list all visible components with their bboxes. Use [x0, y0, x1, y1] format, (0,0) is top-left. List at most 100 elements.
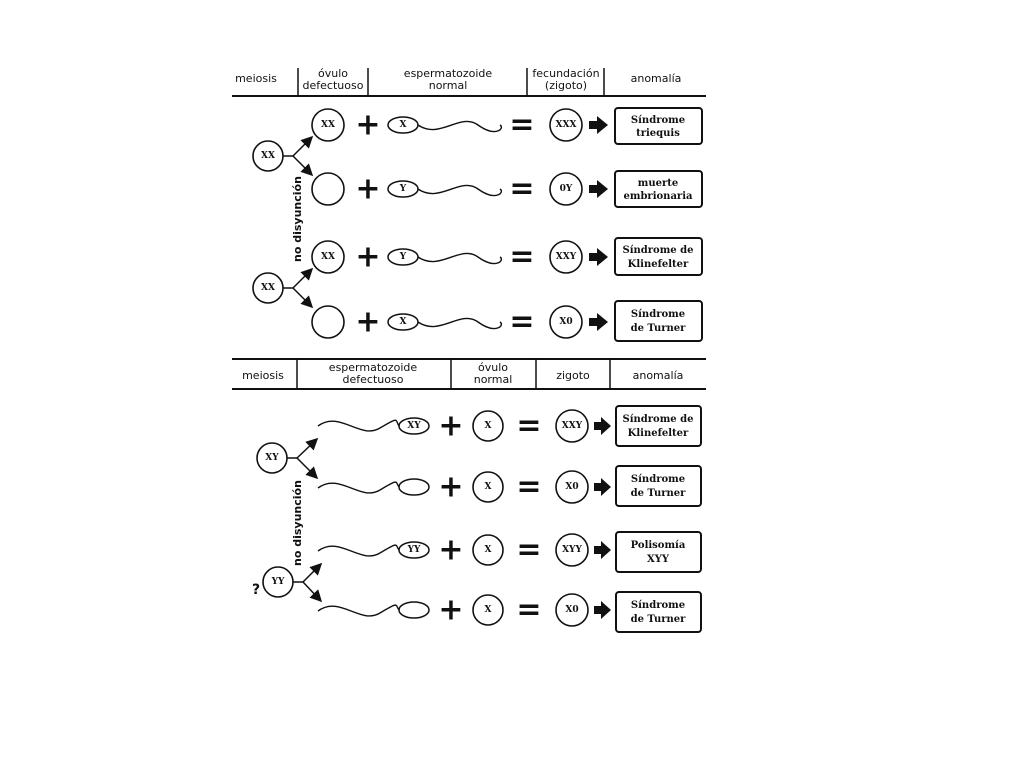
equals-sign: =: [509, 172, 534, 207]
anomaly-line-2: embrionaria: [624, 191, 693, 202]
zygote-label: X0: [559, 317, 572, 327]
plus-sign: +: [438, 533, 463, 568]
sperm-label: XY: [407, 421, 421, 431]
anomaly-box: [614, 170, 703, 208]
zygote-cell: [549, 108, 583, 142]
ovum-cell: [472, 471, 504, 503]
bottom-parent-2: YY: [262, 566, 294, 598]
anomaly-line-2: de Turner: [631, 323, 687, 334]
plus-sign: +: [438, 593, 463, 628]
anomaly-box: [614, 300, 703, 342]
ovum-label: XX: [321, 120, 335, 130]
branch-arrow-icon: [283, 267, 314, 309]
bottom-header: meiosis espermatozoide defectuoso óvulo …: [232, 358, 706, 390]
sperm-label: X: [400, 317, 407, 327]
equals-sign: =: [509, 240, 534, 275]
sperm-tail: [417, 252, 502, 265]
top-header-ovulo-2: defectuoso: [303, 79, 364, 92]
sperm-tail: [317, 604, 400, 617]
zygote-label: X0: [565, 482, 578, 492]
svg-text:XX: XX: [261, 151, 275, 161]
top-header-anomalia: anomalía: [631, 72, 682, 85]
ovum-cell: [472, 594, 504, 626]
arrow-right-icon: [589, 180, 608, 198]
top-row: XX + X = XXX Síndrome triequis: [311, 107, 703, 145]
sperm-tail: [417, 184, 502, 197]
zygote-label: X0: [565, 605, 578, 615]
anomaly-line-2: triequis: [636, 128, 680, 139]
anomaly-line-2: de Turner: [631, 488, 687, 499]
sperm-label: X: [400, 120, 407, 130]
sperm-tail: [317, 419, 400, 432]
equals-sign: =: [516, 409, 541, 444]
sperm-label: Y: [399, 252, 407, 262]
bottom-header-meiosis: meiosis: [242, 369, 284, 382]
zygote-cell: [549, 172, 583, 206]
plus-sign: +: [438, 470, 463, 505]
top-header-fecund-2: (zigoto): [545, 79, 587, 92]
top-row: + X = X0 Síndrome de Turner: [311, 300, 703, 342]
anomaly-box: [614, 107, 703, 145]
ovum-label: X: [485, 482, 492, 492]
arrow-right-icon: [594, 541, 611, 559]
anomaly-line-1: Síndrome de: [622, 414, 693, 425]
svg-text:XX: XX: [261, 283, 275, 293]
arrow-right-icon: [594, 417, 611, 435]
zygote-label: XXY: [556, 252, 577, 262]
sperm-tail: [417, 120, 502, 133]
arrow-right-icon: [589, 248, 608, 266]
anomaly-line-1: Síndrome: [631, 600, 685, 611]
ovum-label: X: [485, 605, 492, 615]
top-header-ovulo-1: óvulo: [318, 67, 348, 80]
arrow-right-icon: [594, 601, 611, 619]
ovum-cell: [311, 240, 345, 274]
bottom-header-zigoto: zigoto: [556, 369, 590, 382]
zygote-cell: [555, 533, 589, 567]
anomaly-box: [614, 237, 703, 276]
sperm-head: [398, 478, 430, 496]
sperm-head: [398, 541, 430, 559]
equals-sign: =: [516, 593, 541, 628]
top-header: meiosis óvulo defectuoso espermatozoide …: [232, 67, 706, 97]
ovum-label: X: [485, 421, 492, 431]
bottom-parent-1: XY: [256, 442, 288, 474]
anomaly-box: [615, 531, 702, 573]
sperm-label: YY: [407, 545, 421, 555]
svg-text:XY: XY: [265, 453, 279, 463]
arrow-right-icon: [589, 116, 608, 134]
bottom-row: + X = X0 Síndrome de Turner: [317, 591, 702, 633]
anomaly-line-1: Síndrome de: [622, 245, 693, 256]
top-header-esperma-2: normal: [429, 79, 468, 92]
top-header-esperma-1: espermatozoide: [404, 67, 493, 80]
anomaly-line-1: Polisomía: [631, 540, 686, 551]
top-row: + Y = 0Y muerte embrionaria: [311, 170, 703, 208]
anomaly-line-1: Síndrome: [631, 474, 685, 485]
anomaly-box: [615, 405, 702, 447]
bottom-header-ovulo-1: óvulo: [478, 361, 508, 374]
sperm-tail: [317, 544, 400, 557]
anomaly-line-2: Klinefelter: [628, 259, 689, 270]
top-header-meiosis: meiosis: [235, 72, 277, 85]
bottom-row: + X = X0 Síndrome de Turner: [317, 465, 702, 507]
zygote-label: XYY: [562, 545, 582, 555]
sperm-head: [398, 417, 430, 435]
equals-sign: =: [509, 305, 534, 340]
branch-arrow-icon: [287, 437, 319, 480]
anomaly-box: [615, 591, 702, 633]
top-parent-1: XX: [252, 140, 284, 172]
branch-arrow-icon: [293, 562, 323, 603]
zygote-label: XXX: [556, 120, 577, 130]
plus-sign: +: [355, 108, 380, 143]
zygote-label: 0Y: [560, 184, 573, 194]
ovum-cell: [472, 410, 504, 442]
equals-sign: =: [516, 470, 541, 505]
anomaly-line-1: Síndrome: [631, 115, 685, 126]
ovum-cell: [311, 172, 345, 206]
arrow-right-icon: [589, 313, 608, 331]
bottom-row: YY + X = XYY Polisomía XYY: [317, 531, 702, 573]
question-mark: ?: [252, 582, 260, 598]
equals-sign: =: [516, 533, 541, 568]
zygote-label: XXY: [562, 421, 583, 431]
anomaly-line-2: XYY: [647, 554, 670, 565]
